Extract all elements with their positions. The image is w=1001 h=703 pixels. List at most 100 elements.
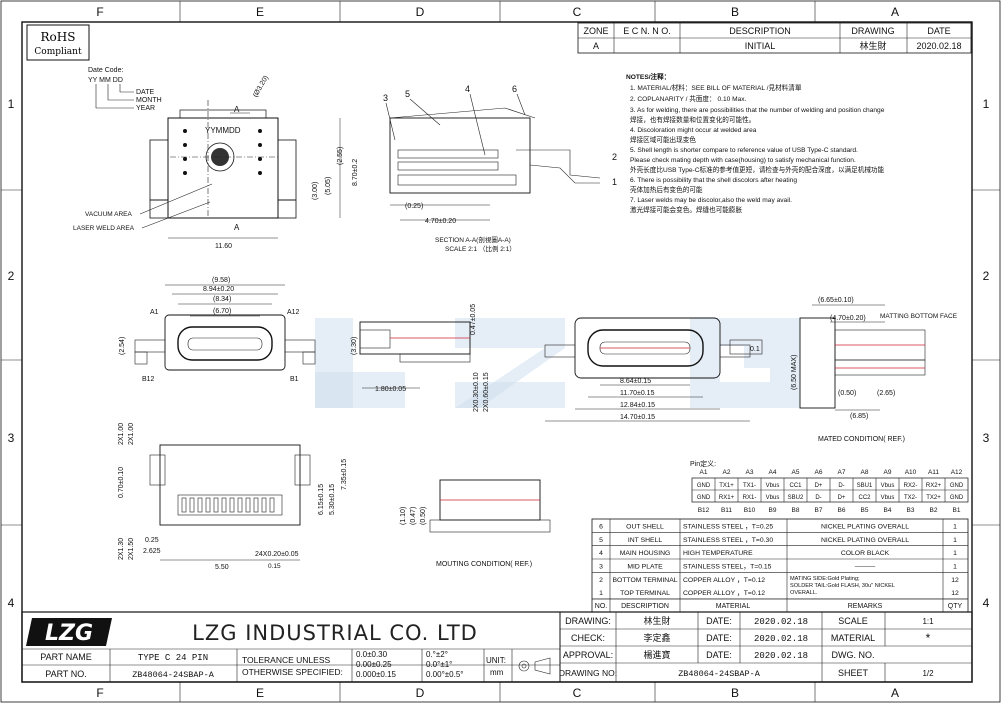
check-name: 李定鑫 <box>643 632 670 643</box>
pin-label-a12: A12 <box>287 309 300 316</box>
vacuum-area-label: VACUUM AREA <box>85 211 132 218</box>
bom-cell-mat: COPPER ALLOY ，T=0.12 <box>683 590 765 597</box>
drawing-label: DRAWING: <box>565 616 611 626</box>
pin-signal-b-2: RX1+ <box>719 495 735 501</box>
laser-weld-label: LASER WELD AREA <box>73 225 135 232</box>
pin-id-bottom-7: B6 <box>838 507 846 514</box>
bom-header-material: MATERIAL <box>716 603 751 610</box>
datecode-date: DATE <box>136 89 154 96</box>
date-value-3: 2020.02.18 <box>754 651 808 661</box>
note-line-6: 焊接区域可能出现变色 <box>630 135 696 144</box>
callout-2: 2 <box>612 152 617 162</box>
pin-id-top-10: A10 <box>905 469 917 476</box>
drawing-no-value: ZB48064-24SBAP-A <box>678 669 761 679</box>
zone-row-left-2: 2 <box>8 269 15 283</box>
dim-0-25: (0.25) <box>405 203 423 210</box>
section-aa-view: (0.25) 4.70±0.20 SECTION A-A(剖視圖A-A) SCA… <box>383 84 617 253</box>
bom-cell-mat: HIGH TEMPERATURE <box>683 550 753 557</box>
dim-4-70: 4.70±0.20 <box>425 218 456 225</box>
dim-2-55: (2.55) <box>337 147 344 165</box>
pin-id-bottom-6: B7 <box>815 507 823 514</box>
pin-id-bottom-5: B8 <box>792 507 800 514</box>
bom-cell-no: 6 <box>599 524 603 531</box>
dim-0-15: 0.15 <box>268 563 281 570</box>
callout-5: 5 <box>405 89 410 99</box>
note-line-7: 5. Shell length is shorter compare to re… <box>630 147 858 154</box>
drawing-no-label: DRAWING NO: <box>559 668 617 678</box>
pin-signal-b-8: CC2 <box>858 495 871 501</box>
bom-cell-no: 3 <box>599 563 603 570</box>
pin-signal-b-11: TX2+ <box>926 495 941 501</box>
angle-tolerance-1: 0.°±2° <box>426 650 448 659</box>
pin-signal-a-9: Vbus <box>881 483 895 489</box>
pin-table-title: Pin定义: <box>690 459 716 468</box>
bom-cell-no: 4 <box>599 550 603 557</box>
pin-id-top-1: A1 <box>700 469 708 476</box>
dim-14-70: 14.70±0.15 <box>620 414 655 421</box>
bom-header-qty: QTY <box>948 603 963 610</box>
datecode-format: YY MM DD <box>88 77 123 84</box>
dim-height-8-70: 8.70±0.2 <box>352 159 359 186</box>
zone-row-right-4: 4 <box>983 596 990 610</box>
pin-signal-a-12: GND <box>950 483 964 489</box>
tolerance-1: 0.0±0.30 <box>356 650 388 659</box>
dim-3-30: (3.30) <box>351 337 358 355</box>
pin-signal-a-5: CC1 <box>789 483 802 489</box>
pin-table: Pin定义: A1GNDGNDB12A2TX1+RX1+B11A3TX1-RX1… <box>690 459 969 514</box>
pin-id-bottom-2: B11 <box>721 507 732 514</box>
bom-cell-qty: 12 <box>951 577 959 584</box>
pin-id-top-4: A4 <box>769 469 777 476</box>
dim-5-50: 5.50 <box>215 564 229 571</box>
date-value-2: 2020.02.18 <box>754 634 808 644</box>
dim-4-70-ref: (4.70±0.20) <box>830 315 866 322</box>
angle-tolerance-2: 0.0°±1° <box>426 660 452 669</box>
part-name-label: PART NAME <box>40 652 92 662</box>
side-view: 1.80±0.05 (3.30) 0.47±0.05 2X0.30±0.10 2… <box>351 304 490 412</box>
date-code-legend: Date Code: YY MM DD DATE MONTH YEAR VACU… <box>73 67 213 232</box>
note-line-4: 焊接，也有焊接数量和位置变化的可能性。 <box>630 115 755 124</box>
bom-cell-desc: BOTTOM TERMINAL <box>612 577 677 584</box>
datecode-month: MONTH <box>136 97 162 104</box>
zone-col-top-1: F <box>96 5 103 19</box>
tolerance-label-1: TOLERANCE UNLESS <box>242 655 331 665</box>
bom-header-no: NO. <box>595 603 608 610</box>
bom-remark-shared-2: SOLDER TAIL:Gold FLASH, 30u" NICKEL <box>790 583 895 589</box>
pin-id-top-6: A6 <box>815 469 823 476</box>
datecode-year: YEAR <box>136 105 155 112</box>
tolerance-3: 0.000±0.15 <box>356 670 397 679</box>
pin-signal-b-1: GND <box>697 495 711 501</box>
rev-header-date: DATE <box>927 26 950 36</box>
dim-2x0-30: 2X0.30±0.10 <box>473 372 480 412</box>
pin-signal-a-3: TX1- <box>743 483 756 489</box>
bom-cell-qty: 1 <box>953 550 957 557</box>
note-line-9: 外壳长度比USB Type-C标准的参考值更短，请检查与外壳的配合深度，以满足机… <box>630 165 885 174</box>
note-line-2: 2. COPLANARITY / 共面度： 0.10 Max. <box>630 94 747 103</box>
pin-id-top-2: A2 <box>723 469 731 476</box>
watermark-lzg <box>315 318 800 408</box>
rev-header-description: DESCRIPTION <box>729 26 791 36</box>
sheet-label: SHEET <box>838 668 869 678</box>
pin-label-a1: A1 <box>150 309 159 316</box>
pin-signal-a-8: SBU1 <box>857 483 873 489</box>
dim-9-58: (9.58) <box>212 277 230 284</box>
rev-header-drawing: DRAWING <box>851 26 894 36</box>
zone-row-left-3: 3 <box>8 431 15 445</box>
pin-signal-b-5: SBU2 <box>788 495 804 501</box>
scale-value: 1:1 <box>922 617 934 626</box>
dim-6-85: (6.85) <box>850 413 868 420</box>
bom-cell-qty: 12 <box>951 590 959 597</box>
note-line-3: 3. As for welding, there are possibiliti… <box>630 107 885 114</box>
bom-cell-desc: MID PLATE <box>627 563 663 570</box>
dim-6-65: (6.65±0.10) <box>818 297 854 304</box>
rev-date: 2020.02.18 <box>916 41 961 51</box>
pin-signal-a-6: D+ <box>815 483 823 489</box>
bom-cell-mat: COPPER ALLOY ，T=0.12 <box>683 577 765 584</box>
zone-col-bottom-2: E <box>256 686 264 700</box>
pin-signal-b-12: GND <box>950 495 964 501</box>
dim-1-80: 1.80±0.05 <box>375 386 406 393</box>
pin-signal-b-7: D+ <box>838 495 846 501</box>
pin-label-b12: B12 <box>142 376 155 383</box>
bom-cell-no: 1 <box>599 590 603 597</box>
rohs-box <box>26 24 90 61</box>
